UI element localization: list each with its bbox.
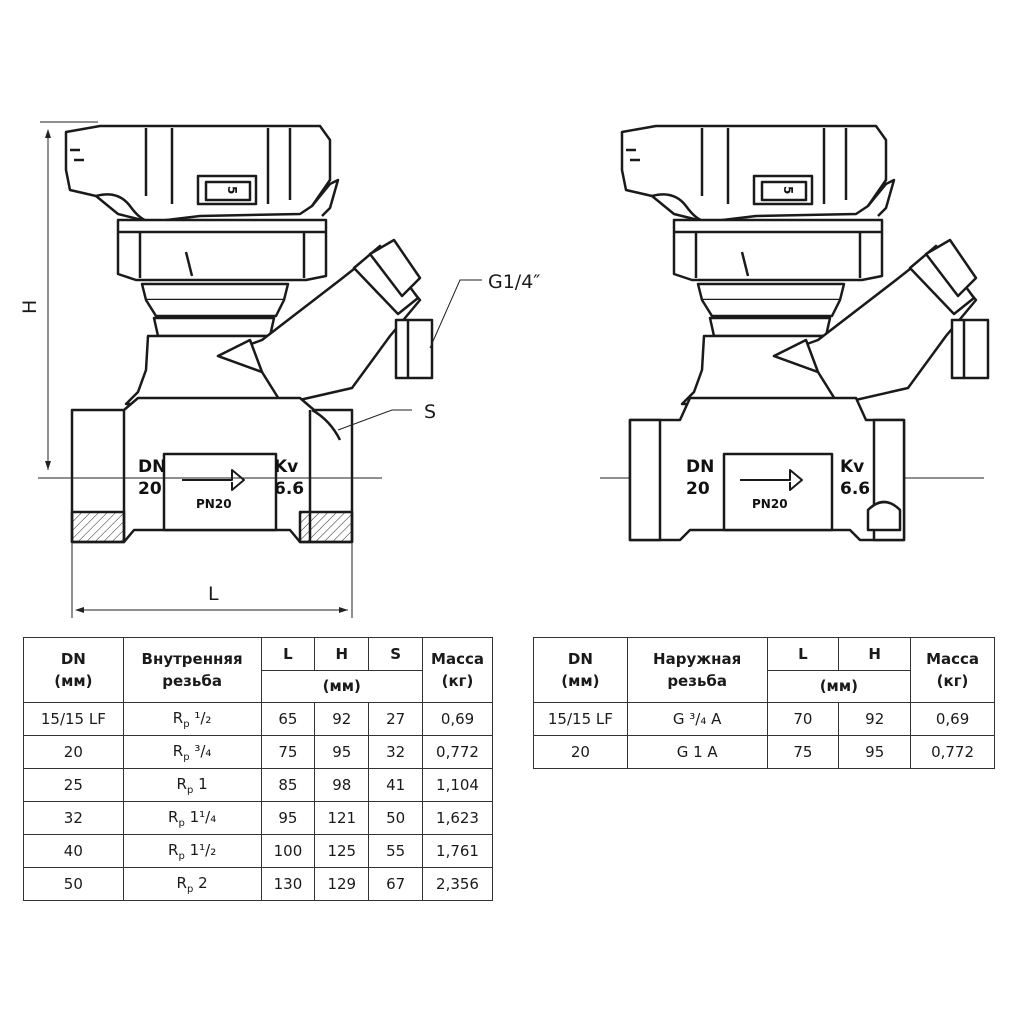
cell-l: 130 [260, 867, 316, 901]
cell-thread: Rp ¹/₂ [122, 702, 262, 736]
col-h-header: H [838, 637, 912, 671]
cell-h: 129 [314, 867, 370, 901]
col-mass-header: Масса(кг) [422, 637, 493, 703]
col-h-header: H [314, 637, 370, 671]
left-body-pn: PN20 [196, 497, 232, 511]
cell-s: 50 [368, 801, 424, 835]
left-body-kv-value: 6.6 [274, 479, 304, 499]
right-body-dn: DN [686, 457, 714, 477]
col-mm-header: (мм) [766, 669, 912, 703]
col-l-header: L [766, 637, 840, 671]
cell-dn: 32 [23, 801, 124, 835]
cell-h: 121 [314, 801, 370, 835]
valve-drawings: DN 20 Kv 6.6 PN20 5 H L G1/4″ S [19, 121, 990, 618]
dimension-s-label: S [424, 401, 436, 423]
left-body-dn-value: 20 [138, 479, 162, 499]
cell-dn: 20 [23, 735, 124, 769]
cell-l: 75 [260, 735, 316, 769]
right-handle-mark: 5 [781, 186, 795, 194]
cell-h: 95 [314, 735, 370, 769]
dimension-h-label: H [19, 300, 41, 314]
cell-mass: 1,104 [422, 768, 493, 802]
left-body-kv: Kv [274, 457, 298, 477]
cell-mass: 0,772 [422, 735, 493, 769]
right-body-kv-value: 6.6 [840, 479, 870, 499]
cell-l: 70 [766, 702, 840, 736]
cell-l: 100 [260, 834, 316, 868]
cell-dn: 15/15 LF [533, 702, 628, 736]
cell-dn: 20 [533, 735, 628, 769]
cell-s: 67 [368, 867, 424, 901]
cell-thread: Rp 1 [122, 768, 262, 802]
cell-l: 65 [260, 702, 316, 736]
cell-mass: 0,69 [910, 702, 995, 736]
cell-l: 75 [766, 735, 840, 769]
cell-thread: G ³/₄ A [626, 702, 768, 736]
cell-s: 41 [368, 768, 424, 802]
cell-dn: 50 [23, 867, 124, 901]
cell-h: 92 [314, 702, 370, 736]
right-body-pn: PN20 [752, 497, 788, 511]
dimension-l-label: L [208, 583, 219, 605]
cell-l: 85 [260, 768, 316, 802]
col-s-header: S [368, 637, 424, 671]
cell-dn: 40 [23, 834, 124, 868]
cell-mass: 0,69 [422, 702, 493, 736]
cell-s: 55 [368, 834, 424, 868]
col-mass-header: Масса(кг) [910, 637, 995, 703]
cell-thread: Rp 2 [122, 867, 262, 901]
cell-l: 95 [260, 801, 316, 835]
cell-mass: 2,356 [422, 867, 493, 901]
cell-thread: Rp 1¹/₄ [122, 801, 262, 835]
cell-h: 95 [838, 735, 912, 769]
cell-s: 27 [368, 702, 424, 736]
left-body-dn: DN [138, 457, 166, 477]
left-handle-mark: 5 [225, 186, 239, 194]
right-body-dn-value: 20 [686, 479, 710, 499]
cell-dn: 25 [23, 768, 124, 802]
cell-mass: 1,623 [422, 801, 493, 835]
col-dn-header: DN(мм) [533, 637, 628, 703]
cell-h: 92 [838, 702, 912, 736]
cell-thread: Rp 1¹/₂ [122, 834, 262, 868]
right-body-kv: Kv [840, 457, 864, 477]
cell-thread: G 1 A [626, 735, 768, 769]
cell-mass: 1,761 [422, 834, 493, 868]
cell-mass: 0,772 [910, 735, 995, 769]
thread-label: G1/4″ [488, 271, 540, 293]
cell-thread: Rp ³/₄ [122, 735, 262, 769]
valve-internal-thread [64, 124, 434, 544]
col-dn-header: DN(мм) [23, 637, 124, 703]
cell-h: 98 [314, 768, 370, 802]
cell-s: 32 [368, 735, 424, 769]
valve-external-thread [620, 124, 990, 542]
col-l-header: L [260, 637, 316, 671]
cell-h: 125 [314, 834, 370, 868]
cell-dn: 15/15 LF [23, 702, 124, 736]
col-mm-header: (мм) [260, 669, 424, 703]
